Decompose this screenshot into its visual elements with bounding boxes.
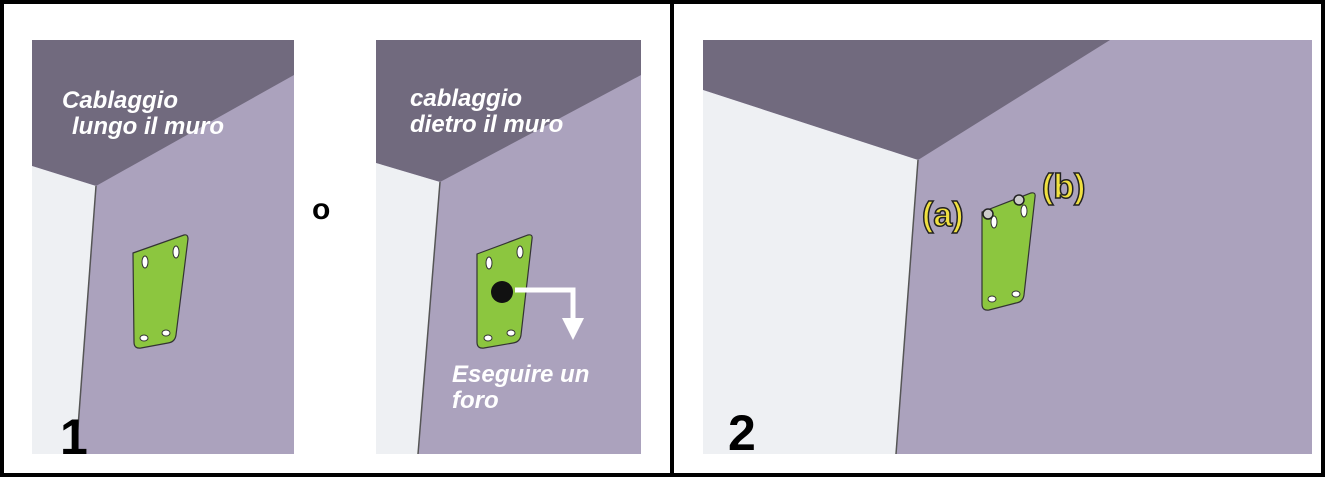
step-number-2: 2 (728, 405, 756, 461)
ceiling (703, 40, 1110, 160)
ceiling (32, 40, 294, 186)
label-line-1: Cablaggio (62, 87, 179, 114)
callout-a: (a) (921, 196, 964, 234)
scene-wiring-along-wall (32, 40, 294, 455)
side-wall (703, 90, 918, 454)
screw-a (982, 208, 994, 220)
label-line-1: Eseguire un (452, 361, 590, 388)
screw-b (1013, 194, 1025, 206)
mounting-plate (476, 234, 533, 349)
label-wiring-behind-wall: cablaggio dietro il muro (410, 85, 564, 139)
label-line-1: cablaggio (410, 85, 523, 112)
callout-b: (b) (1041, 168, 1086, 206)
ceiling (376, 40, 641, 182)
label-line-2: lungo il muro (72, 113, 224, 141)
label-wiring-along-wall: Cablaggio lungo il muro (62, 87, 224, 141)
drill-hole (491, 281, 513, 303)
label-line-2: dietro il muro (410, 111, 564, 139)
or-separator: o (312, 193, 331, 226)
mounting-plate (132, 234, 189, 349)
label-line-2: foro (452, 387, 499, 415)
label-drill-hole: Eseguire un foro (452, 361, 590, 415)
drill-arrow (515, 287, 584, 340)
side-wall (32, 166, 96, 454)
step-number-1: 1 (60, 409, 88, 465)
scene-mounting (703, 40, 1312, 455)
scene-wiring-behind-wall (376, 40, 641, 455)
side-wall (376, 163, 440, 454)
mounting-plate (981, 192, 1036, 311)
